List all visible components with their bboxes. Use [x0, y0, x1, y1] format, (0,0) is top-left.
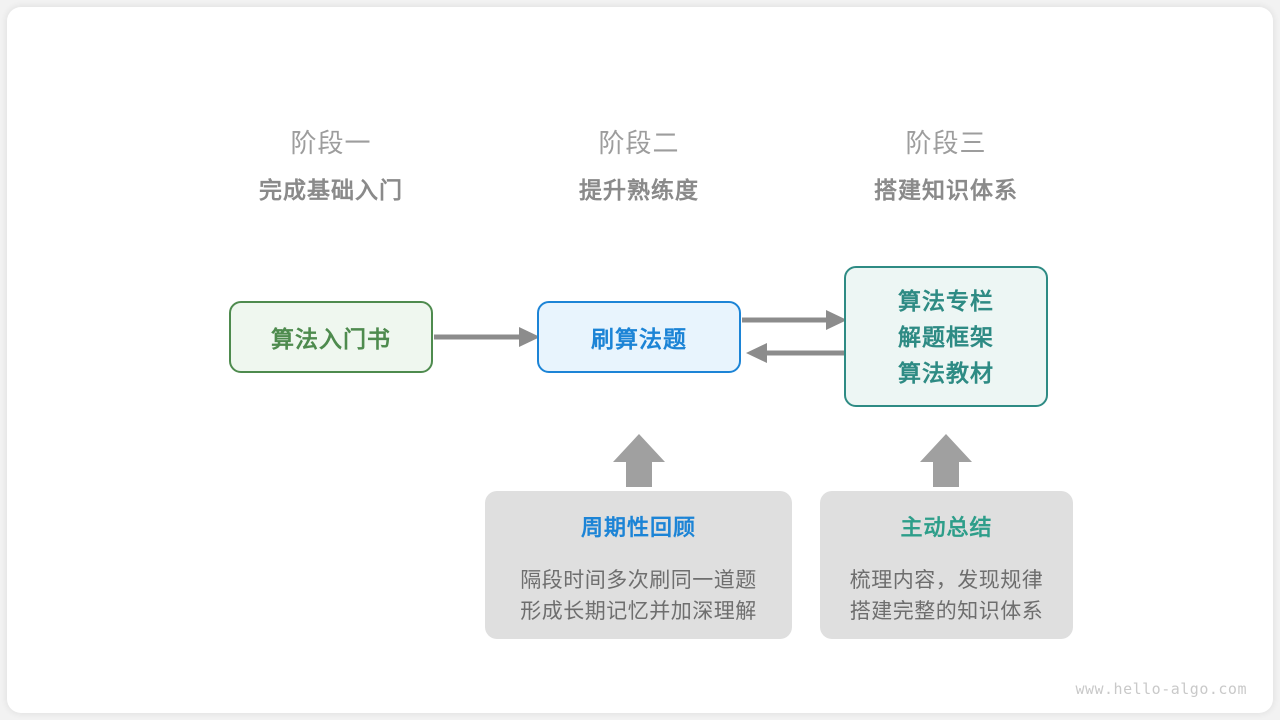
arrow-resources-to-practice	[746, 343, 845, 363]
note-periodic-review: 周期性回顾 隔段时间多次刷同一道题 形成长期记忆并加深理解	[485, 491, 792, 639]
stage-1-label: 阶段一	[290, 128, 372, 158]
stage-3-label: 阶段三	[905, 128, 987, 158]
stage-header-2: 阶段二 提升熟练度	[519, 126, 759, 207]
node-resources-line-1: 算法专栏	[898, 287, 994, 314]
node-practice-problems: 刷算法题	[537, 301, 741, 373]
node-algorithm-intro-book: 算法入门书	[229, 301, 433, 373]
note-periodic-review-body-line-1: 隔段时间多次刷同一道题	[520, 569, 757, 592]
watermark: www.hello-algo.com	[1075, 680, 1247, 698]
note-periodic-review-body: 隔段时间多次刷同一道题 形成长期记忆并加深理解	[485, 565, 792, 627]
arrow-up-summary	[920, 434, 972, 487]
arrow-up-review	[613, 434, 665, 487]
note-active-summary-body-line-1: 梳理内容，发现规律	[849, 569, 1044, 592]
arrow-practice-to-resources	[742, 310, 847, 330]
note-active-summary-body: 梳理内容，发现规律 搭建完整的知识体系	[820, 565, 1073, 627]
stage-header-1: 阶段一 完成基础入门	[211, 126, 451, 207]
stage-header-3: 阶段三 搭建知识体系	[826, 126, 1066, 207]
note-periodic-review-title: 周期性回顾	[580, 515, 696, 540]
note-active-summary-body-line-2: 搭建完整的知识体系	[849, 600, 1044, 623]
node-learning-resources: 算法专栏 解题框架 算法教材	[844, 266, 1048, 407]
stage-3-title: 搭建知识体系	[874, 177, 1018, 203]
stage-2-label: 阶段二	[598, 128, 680, 158]
arrow-book-to-practice	[434, 327, 540, 347]
stage-2-title: 提升熟练度	[579, 177, 699, 203]
note-active-summary-title: 主动总结	[900, 515, 993, 540]
note-periodic-review-body-line-2: 形成长期记忆并加深理解	[520, 600, 757, 623]
node-resources-line-3: 算法教材	[898, 359, 994, 386]
node-resources-line-2: 解题框架	[898, 323, 994, 350]
node-practice-problems-label: 刷算法题	[591, 326, 687, 352]
note-active-summary: 主动总结 梳理内容，发现规律 搭建完整的知识体系	[820, 491, 1073, 639]
node-algorithm-intro-book-label: 算法入门书	[271, 326, 391, 352]
stage-1-title: 完成基础入门	[259, 177, 403, 203]
